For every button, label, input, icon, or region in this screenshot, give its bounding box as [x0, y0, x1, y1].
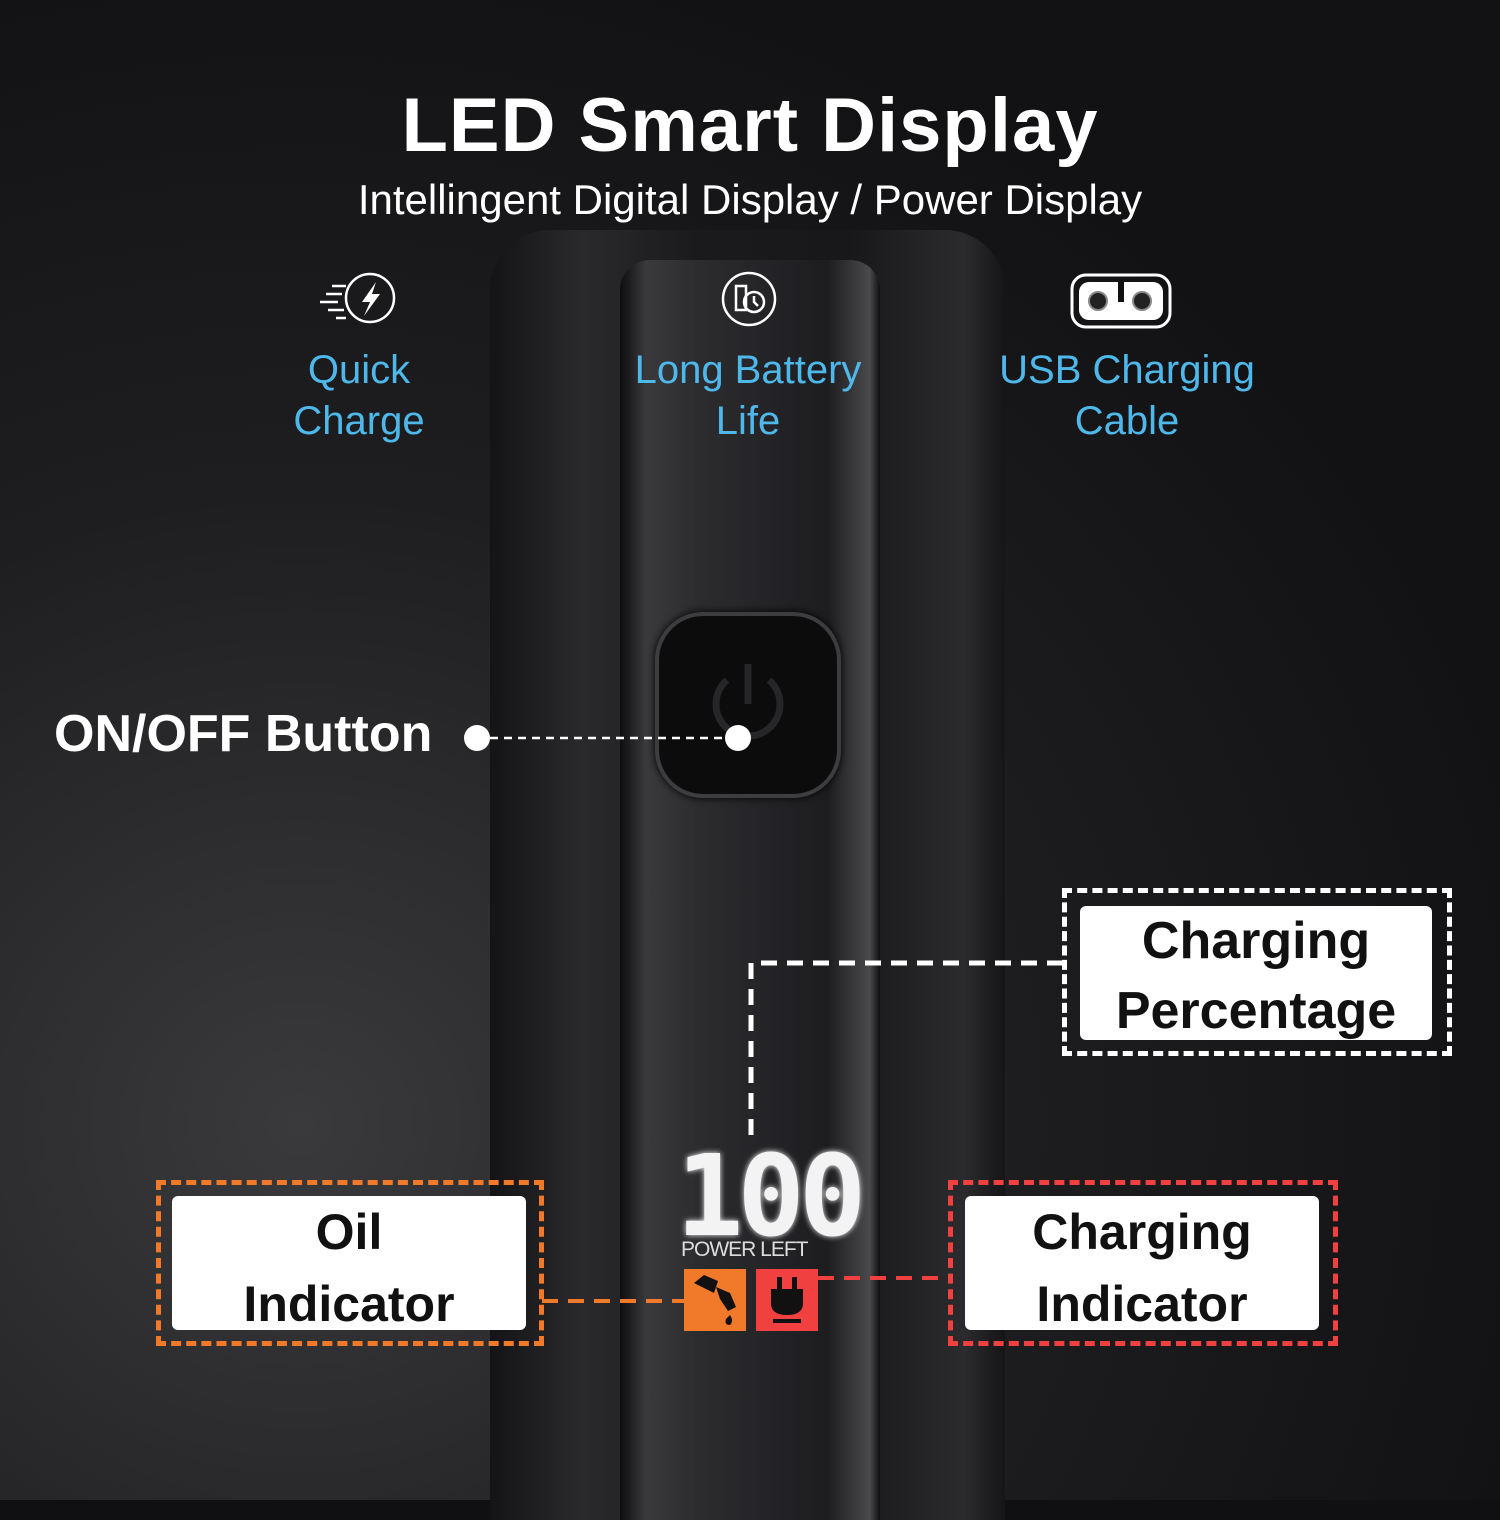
plug-icon	[771, 1277, 803, 1323]
onoff-label: ON/OFF Button	[54, 705, 433, 763]
page-title: LED Smart Display	[401, 83, 1099, 168]
usb-cable-icon	[1070, 273, 1172, 329]
power-left-caption: POWER LEFT	[681, 1238, 809, 1261]
oil-connector	[542, 1299, 687, 1303]
battery-clock-icon	[721, 271, 777, 327]
onoff-connector	[464, 725, 751, 751]
feature-line: USB Charging	[999, 348, 1255, 392]
feature-line: Charge	[293, 399, 425, 443]
callout-line: Charging	[1141, 912, 1371, 970]
feature-line: Cable	[1074, 399, 1180, 443]
percentage-display: 100	[676, 1132, 866, 1262]
device-front-panel	[620, 260, 880, 1520]
quick-charge-icon	[320, 272, 396, 324]
callout-line: Oil	[315, 1204, 383, 1260]
callout-line: Indicator	[1036, 1276, 1248, 1332]
oil-drop-icon	[694, 1275, 736, 1325]
callout-line: Charging	[1032, 1204, 1252, 1260]
feature-line: Quick	[307, 348, 411, 392]
oil-callout-frame	[156, 1180, 544, 1346]
oil-indicator	[684, 1269, 746, 1331]
feature-line: Long Battery	[634, 348, 862, 392]
charging-callout-frame	[948, 1180, 1338, 1346]
percentage-callout-frame	[1062, 888, 1452, 1056]
power-button[interactable]	[655, 612, 841, 798]
charging-connector	[818, 1276, 953, 1280]
feature-line: Life	[715, 399, 781, 443]
page-subtitle: Intellingent Digital Display / Power Dis…	[357, 176, 1143, 223]
charging-indicator	[756, 1269, 818, 1331]
percentage-connector	[748, 960, 1063, 1135]
callout-line: Indicator	[243, 1276, 455, 1332]
callout-line: Percentage	[1115, 982, 1397, 1040]
